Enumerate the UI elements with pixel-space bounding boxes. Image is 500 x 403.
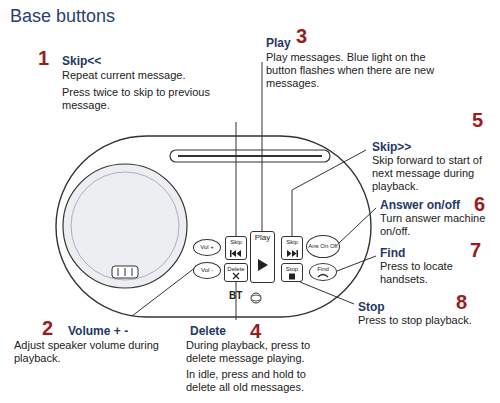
bt-globe — [251, 293, 261, 303]
button-label: Stop — [286, 266, 298, 272]
find-icon — [318, 275, 328, 278]
leader-line — [337, 256, 376, 271]
button-label: Vol - — [201, 267, 213, 273]
callout-text: In idle, press and hold to delete all ol… — [186, 368, 336, 394]
bt-globe — [252, 295, 260, 301]
stop-icon — [289, 274, 295, 280]
callout-number: 2 — [42, 318, 53, 338]
base-button: Play — [250, 231, 275, 283]
base-unit: BT Vol + Vol - SkipDelete PlaySkipStop Ans On… — [55, 135, 372, 318]
callout-heading: Delete — [190, 324, 226, 338]
leader-line — [292, 150, 366, 236]
base-button: Find — [309, 263, 337, 281]
skip-forward-icon — [287, 250, 297, 257]
callout-heading: Skip<< — [62, 54, 101, 68]
button-label: Find — [317, 266, 329, 272]
base-button: Ans On Off — [306, 235, 340, 258]
button-label: Skip — [230, 239, 242, 245]
callout-text: Skip forward to start of next message du… — [372, 154, 494, 194]
button-label: Delete — [227, 266, 244, 272]
leader-line — [236, 122, 237, 236]
base-button: Vol - — [193, 262, 221, 279]
callout-heading: Skip>> — [372, 140, 411, 154]
callout-number: 3 — [296, 26, 307, 46]
contact-pin — [118, 268, 119, 276]
page-title: Base buttons — [10, 6, 115, 27]
base-button: Skip — [225, 236, 247, 260]
base-outline — [55, 135, 372, 318]
base-button: Skip — [281, 236, 303, 260]
callout-text: Press to locate handsets. — [380, 260, 490, 286]
callout-heading: Stop — [358, 300, 385, 314]
skip-back-icon — [232, 250, 242, 257]
play-icon — [258, 259, 268, 271]
callout-number: 5 — [472, 110, 483, 130]
contact-pin — [125, 268, 126, 276]
callout-text: Adjust speaker volume during playback. — [14, 339, 164, 365]
callout-heading: Find — [380, 246, 405, 260]
base-button: Stop — [281, 263, 303, 282]
leader-line — [132, 264, 200, 316]
callout-number: 6 — [474, 194, 485, 214]
contact-pin — [132, 268, 133, 276]
callout-text: Press twice to skip to previous message. — [62, 86, 212, 112]
button-label: Play — [255, 234, 271, 242]
charging-contacts — [112, 266, 138, 278]
cradle-well — [63, 164, 187, 288]
callout-number: 4 — [250, 321, 261, 341]
speaker-slot — [170, 150, 330, 162]
button-label: Skip — [286, 239, 298, 245]
callout-number: 1 — [38, 48, 49, 68]
callout-heading: Play — [266, 36, 291, 50]
callout-number: 7 — [470, 240, 481, 260]
button-label: Vol + — [200, 244, 214, 250]
speaker-grille — [178, 155, 322, 157]
cradle-rim — [71, 172, 179, 280]
handset-cradle — [63, 164, 187, 288]
leader-lines — [132, 62, 376, 320]
callout-heading: Volume + - — [68, 324, 128, 338]
leader-line — [300, 282, 354, 304]
skip-back-icon — [230, 250, 232, 257]
delete-icon — [233, 273, 239, 279]
callout-number: 8 — [456, 292, 467, 312]
base-outline — [56, 136, 371, 317]
callout-text: Turn answer machine on/off. — [380, 212, 490, 238]
skip-forward-icon — [297, 250, 299, 257]
base-button: Vol + — [193, 239, 221, 256]
callout-text: Play messages. Blue light on the button … — [266, 51, 436, 91]
callout-text: Repeat current message. — [62, 69, 212, 82]
base-button: Delete — [224, 263, 247, 282]
brand-logo: BT — [229, 291, 242, 302]
callout-text: During playback, press to delete message… — [186, 339, 336, 365]
leader-line — [262, 62, 263, 231]
callout-heading: Answer on/off — [380, 198, 460, 212]
callout-text: Press to stop playback. — [358, 314, 494, 327]
button-label: Ans On Off — [308, 243, 338, 249]
